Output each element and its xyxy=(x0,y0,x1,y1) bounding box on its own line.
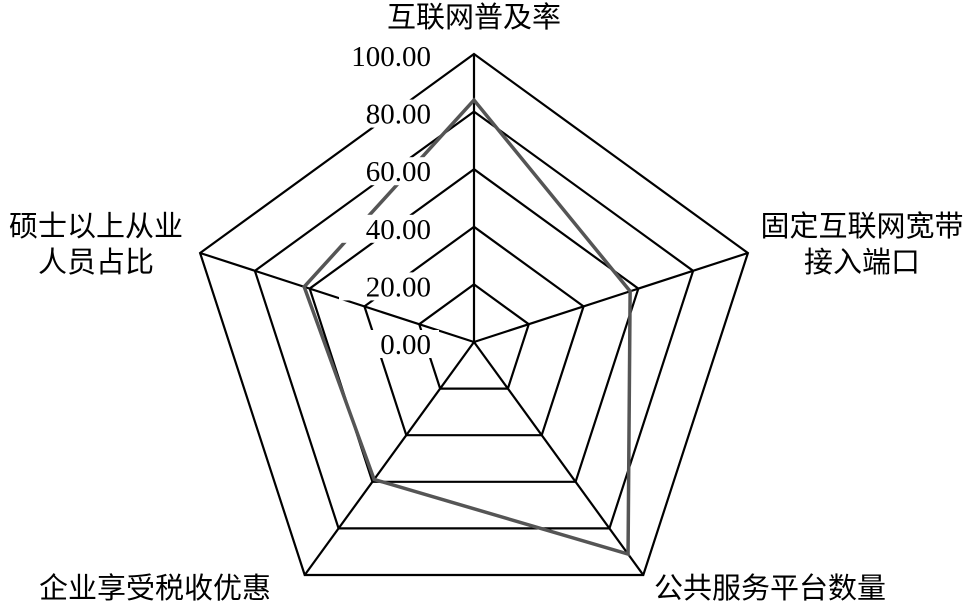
tick-label-bg-4 xyxy=(339,99,439,128)
axis-label-1: 固定互联网宽带接入端口 xyxy=(760,209,963,279)
tick-label-0: 0.00 xyxy=(380,329,431,361)
axis-label-4: 硕士以上从业人员占比 xyxy=(9,209,183,279)
tick-label-2: 40.00 xyxy=(366,214,431,246)
spoke-1 xyxy=(473,251,749,344)
tick-label-3: 60.00 xyxy=(366,156,431,188)
spoke-4 xyxy=(199,251,475,344)
axis-label-2: 公共服务平台数量 xyxy=(654,571,886,605)
tick-label-bg-2 xyxy=(339,214,439,243)
grid-ring-1 xyxy=(417,283,531,390)
grid-ring-5 xyxy=(198,52,750,577)
tick-label-4: 80.00 xyxy=(366,99,431,131)
tick-label-bg-3 xyxy=(339,157,439,186)
axis-label-3: 企业享受税收优惠 xyxy=(39,571,271,605)
spoke-2 xyxy=(473,341,645,576)
tick-label-bg-5 xyxy=(339,42,439,70)
grid-ring-4 xyxy=(253,110,695,530)
tick-label-1: 20.00 xyxy=(366,271,431,303)
spoke-3 xyxy=(303,341,475,576)
series-line-0 xyxy=(302,97,632,557)
tick-label-bg-0 xyxy=(339,330,439,358)
axis-label-0: 互联网普及率 xyxy=(387,0,561,34)
tick-label-bg-1 xyxy=(339,272,439,301)
tick-label-5: 100.00 xyxy=(351,41,431,73)
